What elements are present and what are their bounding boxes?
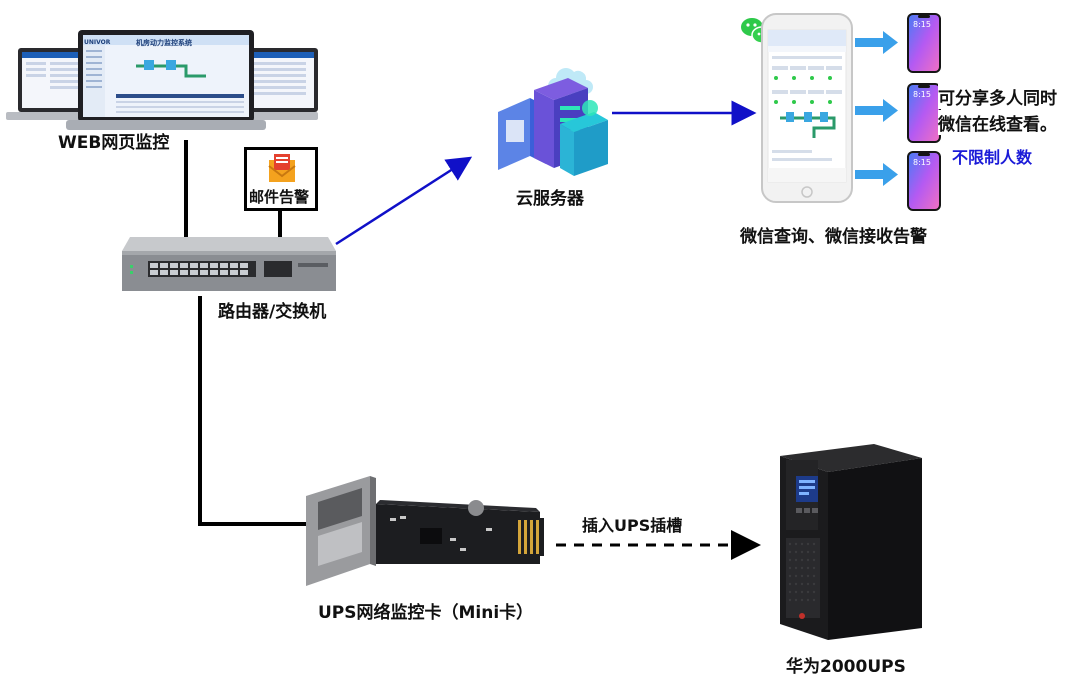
phone-time-1: 8:15: [913, 20, 931, 29]
main-phone: [761, 13, 853, 203]
ups-network-card-icon: [306, 476, 544, 586]
laptop-screen-title: 机房动力监控系统: [136, 39, 192, 47]
label-unlimited: 不限制人数: [952, 148, 1033, 167]
mail-alarm-box: 邮件告警: [244, 147, 318, 211]
laptops-illustration: [6, 30, 318, 130]
huawei-logo-icon: [799, 613, 805, 619]
label-insert-slot: 插入UPS插槽: [582, 516, 683, 535]
label-share-line2: 微信在线查看。: [938, 110, 1057, 135]
phone-time-3: 8:15: [913, 158, 931, 167]
phone-time-2: 8:15: [913, 90, 931, 99]
small-phone-1: [907, 13, 941, 73]
label-huawei-ups: 华为2000UPS: [786, 657, 906, 677]
link-router-cloud: [335, 156, 473, 246]
label-cloud-server: 云服务器: [516, 189, 584, 209]
share-arrows: [855, 31, 898, 186]
laptop-brand: UNIVOR: [84, 39, 111, 46]
label-web-monitor: WEB网页监控: [58, 133, 170, 153]
huawei-ups-icon: [780, 444, 922, 640]
label-share-line1: 可分享多人同时: [938, 84, 1057, 109]
cable-router-card: [198, 296, 308, 526]
label-mail-alarm: 邮件告警: [249, 188, 310, 206]
small-phone-3: [907, 151, 941, 211]
label-wechat: 微信查询、微信接收告警: [740, 227, 927, 247]
mail-icon: [268, 154, 296, 182]
label-router-switch: 路由器/交换机: [218, 302, 327, 322]
router-switch-icon: [122, 237, 336, 291]
small-phone-2: [907, 83, 941, 143]
cloud-server-icon: [498, 67, 608, 176]
label-ups-card: UPS网络监控卡（Mini卡）: [318, 603, 534, 623]
